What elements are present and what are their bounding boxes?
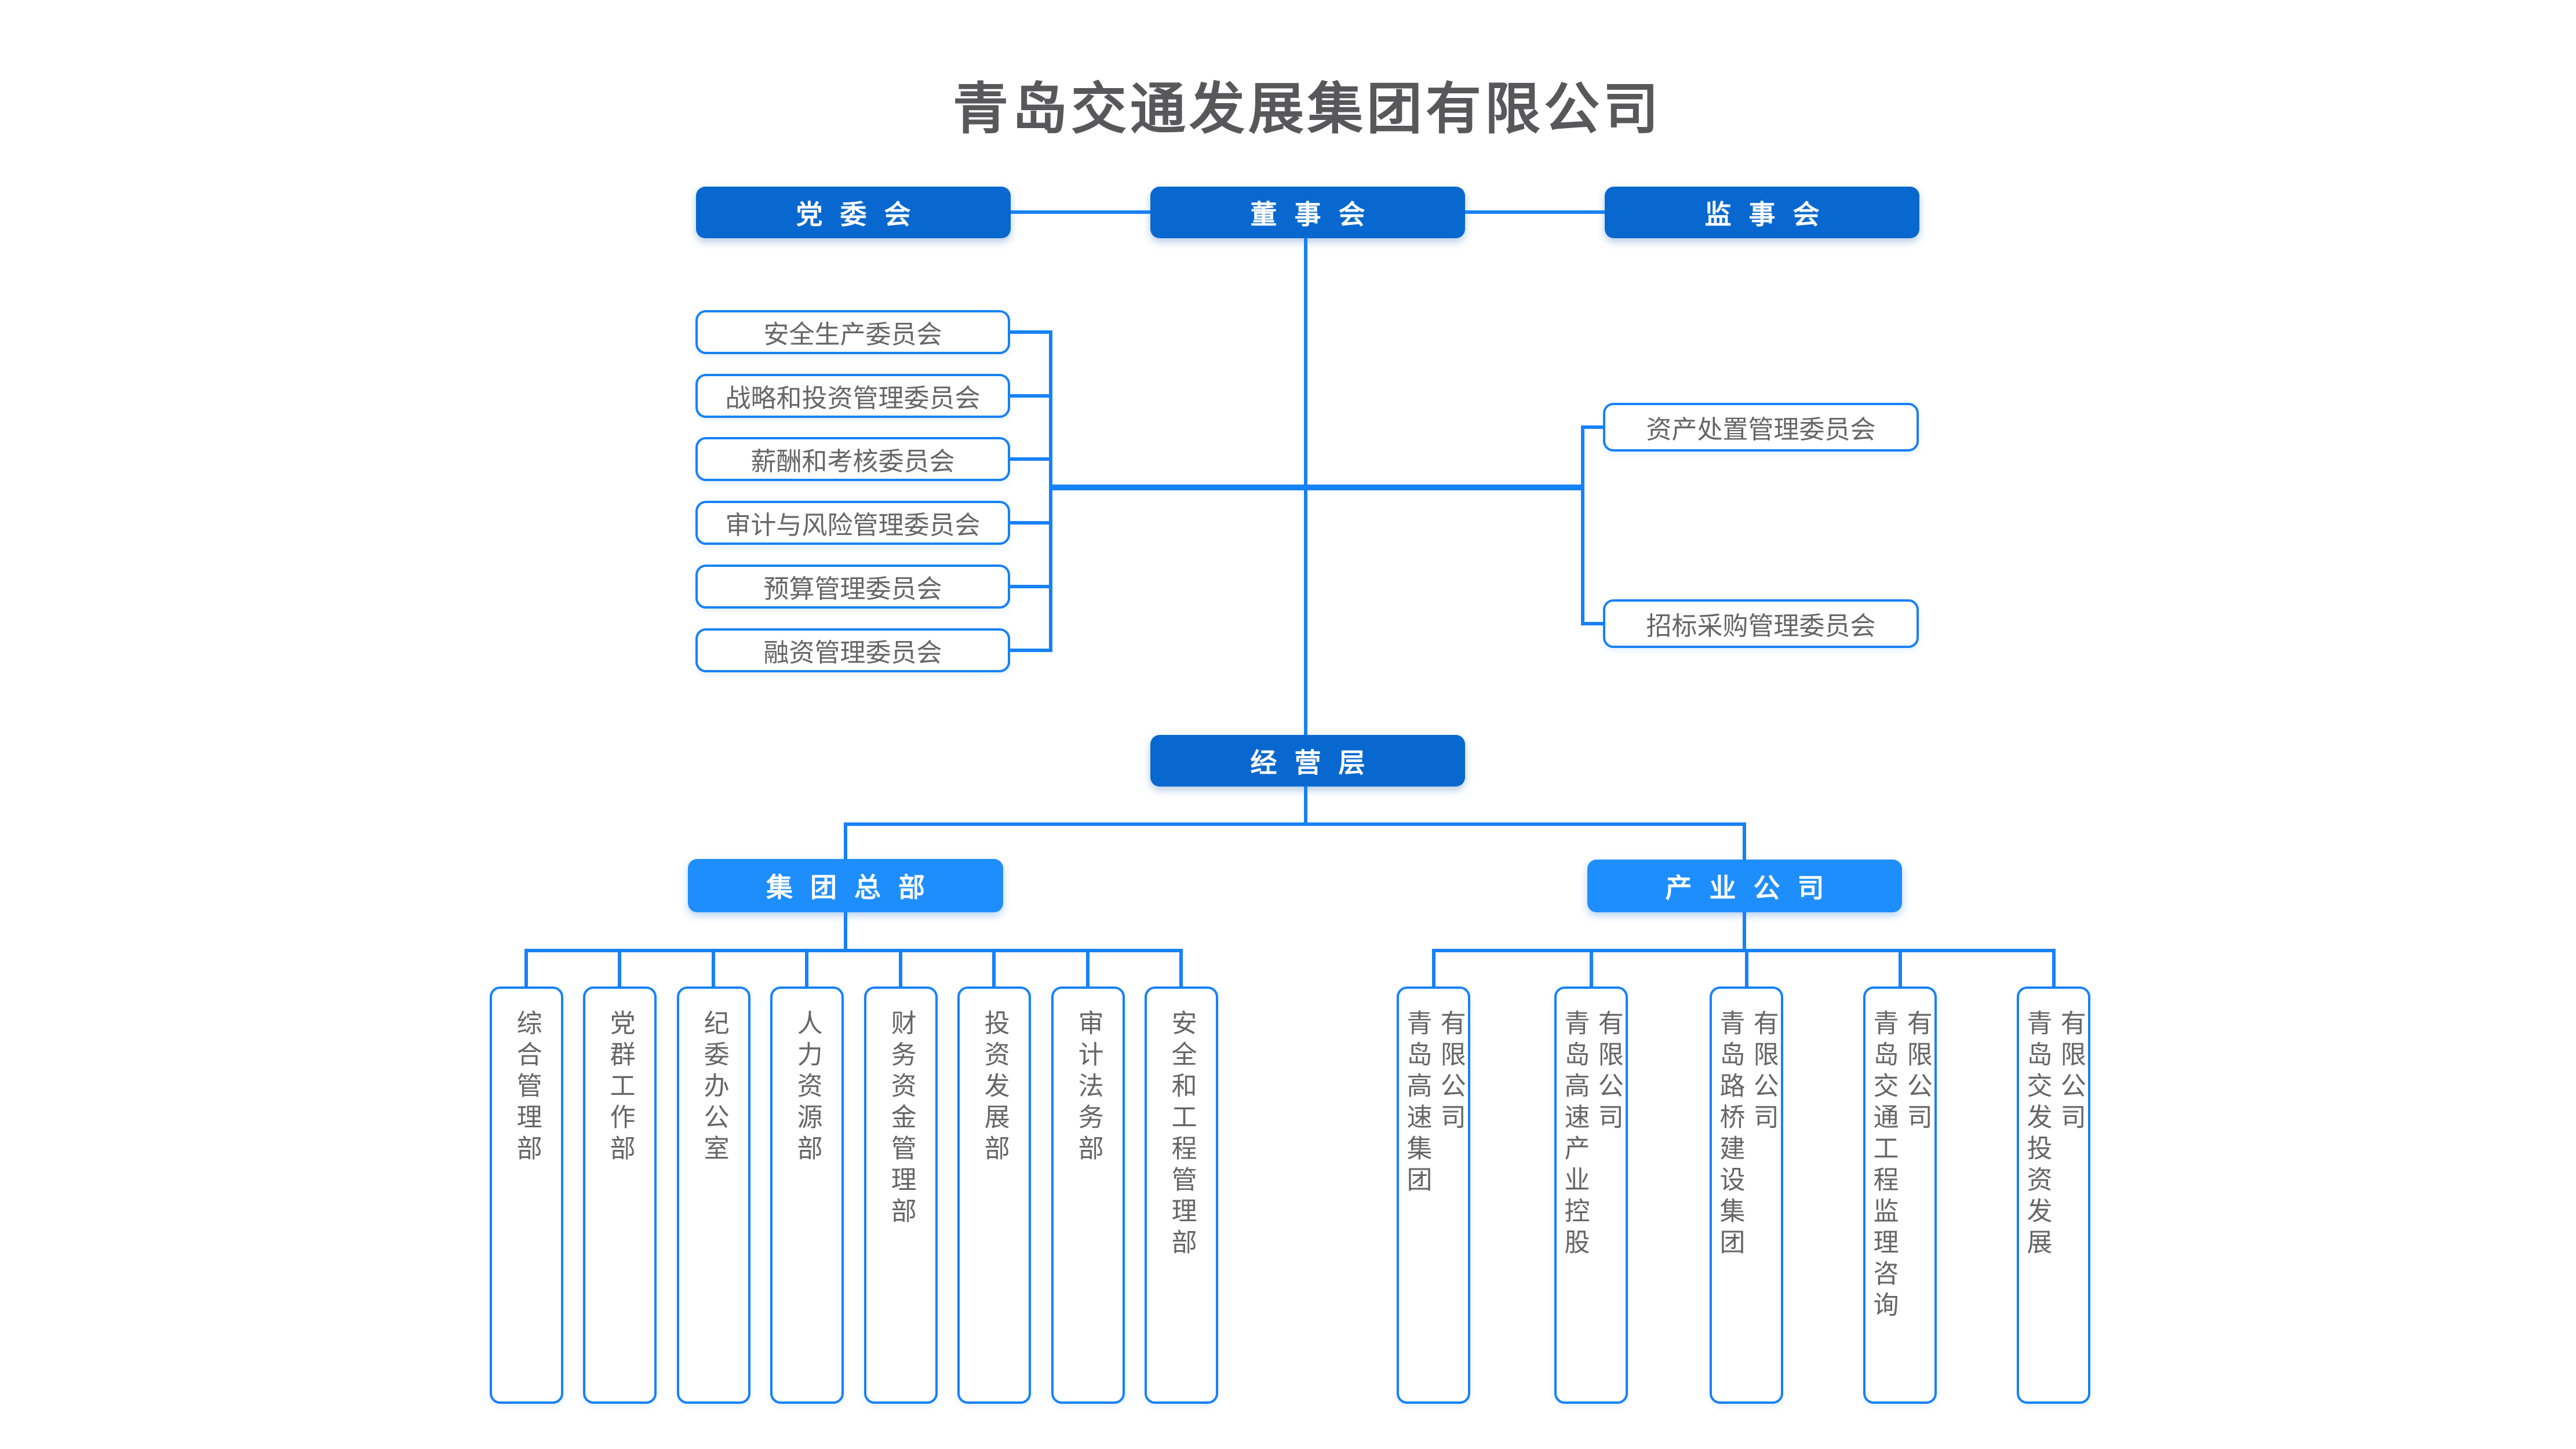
node-management-layer: 经营层 (1150, 735, 1465, 787)
connector-line (1590, 949, 1593, 986)
company-name: 青岛高速产业控股 (1560, 1010, 1590, 1260)
connector-line (1179, 949, 1183, 986)
connector-line (1086, 949, 1090, 986)
connector-line (2052, 949, 2056, 986)
node-company-road-bridge-construction: 青岛路桥建设集团 有限公司 (1710, 986, 1783, 1404)
dept-label: 财务资金管理部 (886, 1010, 916, 1229)
connector-line (899, 949, 902, 986)
dept-label: 党群工作部 (605, 1010, 635, 1166)
node-supervisory-board: 监事会 (1605, 187, 1919, 238)
connector-branch-split (844, 822, 1746, 826)
node-dept-finance-funds: 财务资金管理部 (864, 986, 938, 1404)
connector-right-committee-rail (1581, 425, 1584, 625)
node-dept-investment-development: 投资发展部 (957, 986, 1031, 1404)
connector-line (844, 912, 847, 949)
connector-line (805, 949, 808, 986)
connector-line (1583, 425, 1603, 429)
node-committee-budget: 预算管理委员会 (695, 565, 1010, 609)
company-name: 青岛高速集团 (1402, 1010, 1432, 1197)
connector-left-committee-rail (1049, 330, 1052, 652)
connector-line (1583, 622, 1603, 625)
node-committee-strategy-investment: 战略和投资管理委员会 (695, 374, 1010, 418)
connector-board-supervisory (1465, 210, 1605, 214)
company-suffix: 有限公司 (1902, 1010, 1932, 1135)
company-name: 青岛交发投资发展 (2022, 1010, 2052, 1260)
node-committee-safety: 安全生产委员会 (695, 310, 1010, 354)
node-board-of-directors: 董事会 (1150, 187, 1465, 238)
node-committee-financing: 融资管理委员会 (695, 628, 1010, 672)
node-company-expressway-industry-holding: 青岛高速产业控股 有限公司 (1554, 986, 1628, 1404)
node-company-investment-development: 青岛交发投资发展 有限公司 (2017, 986, 2090, 1404)
node-dept-party-mass-work: 党群工作部 (583, 986, 657, 1404)
company-name: 青岛交通工程监理咨询 (1868, 1010, 1899, 1323)
connector-line (712, 949, 715, 986)
connector-line (1010, 330, 1051, 334)
connector-line (844, 822, 847, 859)
connector-line (1010, 521, 1051, 525)
node-dept-safety-engineering: 安全和工程管理部 (1145, 986, 1218, 1404)
node-company-expressway-group: 青岛高速集团 有限公司 (1397, 986, 1470, 1404)
connector-line (992, 949, 996, 986)
node-committee-asset-disposal: 资产处置管理委员会 (1603, 403, 1919, 452)
node-dept-discipline-office: 纪委办公室 (677, 986, 750, 1404)
connector-industry-children-rail (1432, 949, 2056, 952)
company-suffix: 有限公司 (1435, 1010, 1466, 1135)
node-group-headquarters: 集团总部 (688, 859, 1003, 912)
connector-line (1010, 649, 1051, 652)
node-industry-companies: 产业公司 (1587, 860, 1902, 912)
dept-label: 安全和工程管理部 (1167, 1010, 1197, 1260)
node-dept-audit-legal: 审计法务部 (1051, 986, 1125, 1404)
connector-line (1010, 585, 1051, 588)
connector-party-board (1011, 210, 1150, 214)
dept-label: 审计法务部 (1073, 1010, 1103, 1166)
connector-line (524, 949, 528, 986)
dept-label: 人力资源部 (792, 1010, 822, 1166)
company-suffix: 有限公司 (2056, 1010, 2086, 1135)
page-title: 青岛交通发展集团有限公司 (953, 77, 1662, 141)
dept-label: 投资发展部 (979, 1010, 1010, 1166)
node-party-committee: 党委会 (696, 187, 1011, 238)
node-committee-bidding-procurement: 招标采购管理委员会 (1603, 599, 1919, 648)
connector-line (1743, 822, 1746, 860)
connector-line (1304, 787, 1307, 822)
connector-line (618, 949, 621, 986)
connector-committees-main (1049, 485, 1583, 490)
node-company-engineering-supervision: 青岛交通工程监理咨询 有限公司 (1863, 986, 1937, 1404)
connector-line (1010, 457, 1051, 461)
connector-hq-children-rail (524, 949, 1183, 952)
dept-label: 综合管理部 (512, 1010, 542, 1166)
node-dept-human-resources: 人力资源部 (770, 986, 844, 1404)
connector-line (1899, 949, 1902, 986)
node-committee-audit-risk: 审计与风险管理委员会 (695, 501, 1010, 545)
company-suffix: 有限公司 (1593, 1010, 1623, 1135)
company-suffix: 有限公司 (1748, 1010, 1779, 1135)
dept-label: 纪委办公室 (699, 1010, 729, 1166)
connector-line (1010, 394, 1051, 398)
node-committee-remuneration: 薪酬和考核委员会 (695, 437, 1010, 481)
node-dept-general-management: 综合管理部 (490, 986, 563, 1404)
connector-line (1745, 949, 1748, 986)
connector-line (1743, 912, 1746, 949)
connector-line (1432, 949, 1435, 986)
company-name: 青岛路桥建设集团 (1715, 1010, 1745, 1260)
